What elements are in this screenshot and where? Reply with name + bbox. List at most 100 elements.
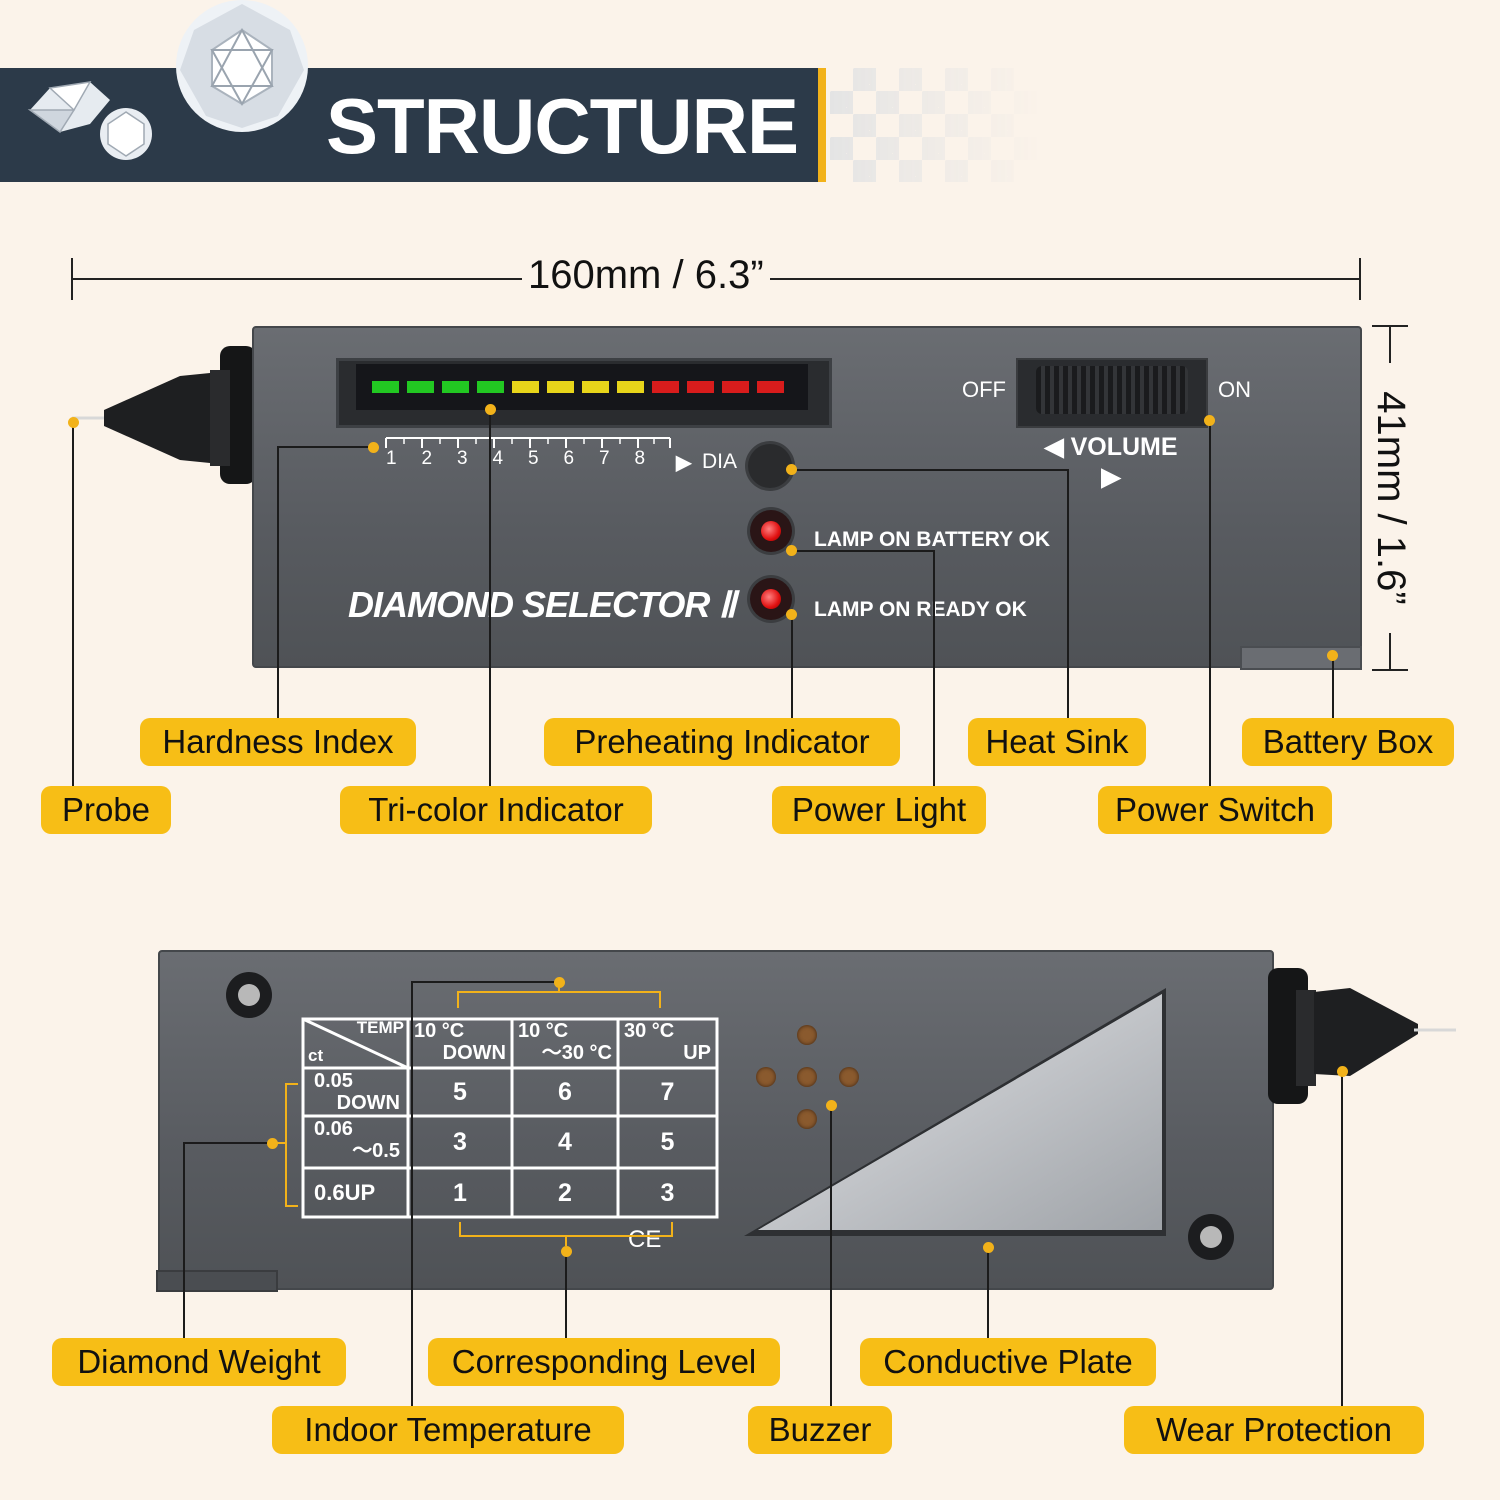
table-col-header: DOWN [442, 1042, 506, 1064]
callout-buzzer: Buzzer [748, 1406, 892, 1454]
switch-off-label: OFF [962, 377, 1006, 402]
battery-box[interactable] [1240, 646, 1362, 670]
callout-power-switch: Power Switch [1098, 786, 1332, 834]
callout-hardness-index: Hardness Index [140, 718, 416, 766]
battery-box-dot [1327, 650, 1338, 661]
buzzer-dot [826, 1100, 837, 1111]
model-name: DIAMOND SELECTOR Ⅱ [348, 584, 736, 625]
callout-wear-protection: Wear Protection [1124, 1406, 1424, 1454]
page-title: STRUCTURE [326, 82, 799, 170]
scale-number: 5 [528, 448, 539, 469]
table-col-header: UP [683, 1042, 711, 1064]
table-col-header: ～30 °C [541, 1042, 612, 1064]
back-battery-cover [156, 1270, 278, 1292]
conductive-plate-dot [983, 1242, 994, 1253]
preheating-indicator-lamp [761, 589, 781, 609]
power-light-lamp [761, 521, 781, 541]
led-segment [372, 381, 399, 393]
table-row-header: 0.05 [314, 1070, 353, 1092]
conductive-plate [744, 988, 1166, 1236]
height-dimension: 41mm / 1.6” [1369, 363, 1413, 633]
heat-sink-dot [786, 464, 797, 475]
table-cell: 3 [453, 1128, 467, 1156]
round-diamond-icon [100, 108, 152, 160]
length-dimension: 160mm / 6.3” [522, 252, 770, 298]
buzzer-vent [797, 1025, 817, 1045]
callout-indoor-temperature: Indoor Temperature [272, 1406, 624, 1454]
preheating-dot [786, 609, 797, 620]
led-segment [617, 381, 644, 393]
table-row-header: 0.06 [314, 1118, 353, 1140]
probe-tip-back [1268, 968, 1456, 1104]
table-cell: 4 [558, 1128, 572, 1156]
scale-number: 3 [457, 448, 468, 469]
switch-on-label: ON [1218, 377, 1251, 402]
wear-protection-dot [1337, 1066, 1348, 1077]
scale-end-label: DIA [702, 450, 738, 473]
heat-sink [748, 444, 792, 488]
table-row-header: 0.6UP [314, 1180, 376, 1205]
small-diamond-icon [27, 81, 110, 134]
scale-number: 8 [634, 448, 646, 469]
screw-head-icon [238, 984, 260, 1006]
led-segment [722, 381, 749, 393]
power-light-dot [786, 545, 797, 556]
buzzer-vent [756, 1067, 776, 1087]
led-segment [547, 381, 574, 393]
led-segment [477, 381, 504, 393]
table-corner-temp: TEMP [356, 1018, 404, 1037]
led-segment [687, 381, 714, 393]
tri-color-led-bar [372, 381, 802, 395]
table-cell: 7 [660, 1078, 675, 1106]
table-corner-ct: ct [308, 1046, 324, 1065]
power-switch-wheel[interactable] [1036, 366, 1188, 414]
diamond-gems-illustration [27, 0, 308, 160]
table-cell: 6 [558, 1078, 572, 1106]
led-segment [407, 381, 434, 393]
tri-color-dot [485, 404, 496, 415]
table-cell: 5 [660, 1128, 675, 1156]
led-segment [442, 381, 469, 393]
callout-tri-color-indicator: Tri-color Indicator [340, 786, 652, 834]
diamond-weight-dot [267, 1138, 278, 1149]
power-switch-dot [1204, 415, 1215, 426]
table-cell: 5 [453, 1078, 467, 1106]
checker-pattern [830, 68, 1040, 182]
probe-dot [68, 417, 79, 428]
table-col-header: 30 °C [624, 1020, 675, 1042]
corresponding-level-dot [561, 1246, 572, 1257]
table-col-header: 10 °C [414, 1020, 465, 1042]
lamp-ready-text: LAMP ON READY OK [814, 598, 1027, 621]
scale-number: 6 [563, 448, 575, 469]
banner-accent-bar [818, 68, 826, 182]
indoor-temperature-dot [554, 977, 565, 988]
callout-diamond-weight: Diamond Weight [52, 1338, 346, 1386]
table-cell: 1 [453, 1178, 467, 1207]
table-row-header: ～0.5 [352, 1140, 400, 1162]
callout-power-light: Power Light [772, 786, 986, 834]
callout-battery-box: Battery Box [1242, 718, 1454, 766]
large-diamond-icon [176, 0, 308, 132]
scale-number: 7 [599, 448, 610, 469]
hardness-scale-ticks [385, 437, 671, 448]
scale-number: 2 [421, 448, 433, 469]
table-cell: 2 [558, 1178, 572, 1207]
hardness-index-dot [368, 442, 379, 453]
led-segment [652, 381, 679, 393]
screw-head-icon [1200, 1226, 1222, 1248]
scale-number: 1 [386, 448, 397, 469]
buzzer-vent [839, 1067, 859, 1087]
buzzer-vent [797, 1109, 817, 1129]
ce-mark: CE [628, 1226, 662, 1253]
probe-tip-front [72, 346, 256, 484]
callout-preheating-indicator: Preheating Indicator [544, 718, 900, 766]
table-cell: 3 [660, 1178, 675, 1207]
led-segment [582, 381, 609, 393]
buzzer-vent [797, 1067, 817, 1087]
volume-label: ◀ VOLUME ▶ [1044, 433, 1178, 491]
table-col-header: 10 °C [518, 1020, 569, 1042]
callout-conductive-plate: Conductive Plate [860, 1338, 1156, 1386]
lamp-battery-text: LAMP ON BATTERY OK [814, 528, 1051, 551]
